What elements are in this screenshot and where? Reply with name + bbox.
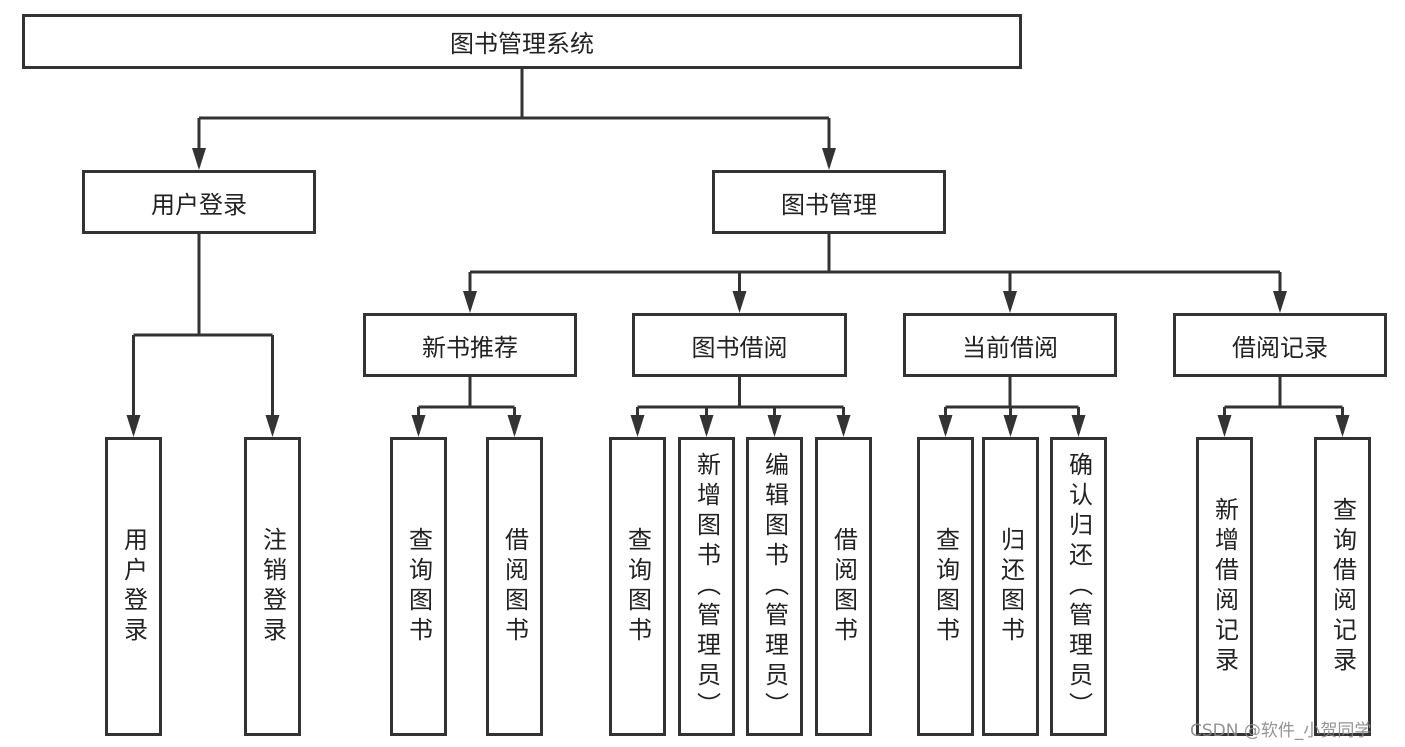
node-1-0: 新书推荐 [363, 313, 577, 377]
leaf-node-0-1: 注销登录 [244, 437, 301, 736]
leaf-node-1-2-1: 归还图书 [982, 437, 1039, 736]
arrowhead-icon [822, 148, 836, 170]
leaf-node-1-2-0: 查询图书 [917, 437, 974, 736]
node-root: 图书管理系统 [22, 14, 1022, 69]
node-label: 用户登录 [119, 526, 148, 647]
leaf-node-1-1-3: 借阅图书 [815, 437, 872, 736]
node-label: 新增借阅记录 [1210, 496, 1239, 677]
node-label: 图书借阅 [691, 333, 788, 362]
node-label: 借阅图书 [829, 526, 858, 647]
arrowhead-icon [411, 415, 426, 437]
arrowhead-icon [192, 148, 206, 170]
node-1-3: 借阅记录 [1173, 313, 1387, 377]
arrowhead-icon [1003, 415, 1018, 437]
node-0: 用户登录 [82, 170, 316, 234]
arrowhead-icon [1003, 291, 1017, 313]
watermark: CSDN @软件_小贺同学 [1190, 721, 1372, 741]
node-label: 图书管理 [781, 190, 877, 219]
node-label: 用户登录 [151, 190, 247, 219]
node-1-2: 当前借阅 [903, 313, 1117, 377]
arrowhead-icon [1335, 415, 1350, 437]
node-label: 归还图书 [996, 526, 1025, 647]
node-label: 查询图书 [931, 526, 960, 647]
arrowhead-icon [630, 415, 645, 437]
node-label: 图书管理系统 [450, 30, 594, 58]
leaf-node-1-0-0: 查询图书 [390, 437, 447, 736]
node-label: 借阅图书 [500, 526, 529, 647]
node-1: 图书管理 [712, 170, 946, 234]
arrowhead-icon [836, 415, 851, 437]
arrowhead-icon [265, 415, 280, 437]
arrowhead-icon [938, 415, 953, 437]
arrowhead-icon [507, 415, 522, 437]
leaf-node-1-1-0: 查询图书 [609, 437, 666, 736]
leaf-node-1-3-0: 新增借阅记录 [1196, 437, 1253, 736]
leaf-node-1-3-1: 查询借阅记录 [1314, 437, 1371, 736]
arrowhead-icon [767, 415, 782, 437]
arrowhead-icon [1071, 415, 1086, 437]
node-label: 新书推荐 [422, 333, 518, 362]
arrowhead-icon [732, 291, 747, 313]
node-label: 借阅记录 [1232, 333, 1328, 362]
arrowhead-icon [1273, 291, 1287, 313]
leaf-node-1-1-2: 编辑图书（管理员） [746, 437, 803, 736]
leaf-node-1-0-1: 借阅图书 [486, 437, 543, 736]
arrowhead-icon [463, 291, 477, 313]
arrowhead-icon [699, 415, 714, 437]
node-label: 确认归还（管理员） [1064, 451, 1093, 722]
node-1-1: 图书借阅 [632, 313, 847, 377]
arrowhead-icon [126, 415, 141, 437]
leaf-node-0-0: 用户登录 [105, 437, 162, 736]
leaf-node-1-2-2: 确认归还（管理员） [1050, 437, 1107, 736]
node-label: 注销登录 [258, 526, 287, 647]
node-label: 当前借阅 [962, 333, 1058, 362]
node-label: 查询借阅记录 [1328, 496, 1357, 677]
node-label: 查询图书 [404, 526, 433, 647]
leaf-node-1-1-1: 新增图书（管理员） [678, 437, 735, 736]
arrowhead-icon [1217, 415, 1232, 437]
node-label: 编辑图书（管理员） [760, 451, 789, 722]
node-label: 新增图书（管理员） [692, 451, 721, 722]
node-label: 查询图书 [623, 526, 652, 647]
